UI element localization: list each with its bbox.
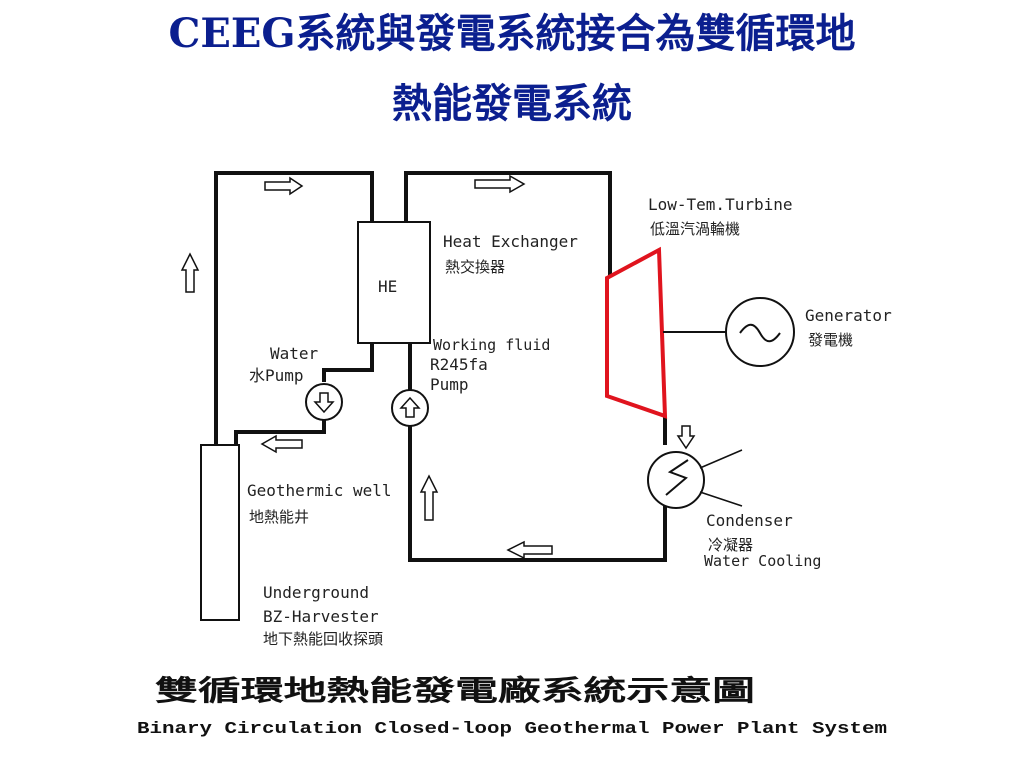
flow-arrow-left-icon	[506, 540, 553, 560]
sine-wave-icon	[739, 323, 781, 343]
water-loop-pipes	[214, 171, 374, 445]
turbine-label: Low-Tem.Turbine	[648, 195, 793, 214]
condenser-circle	[647, 451, 705, 509]
heat-exchanger-label: Heat Exchanger	[443, 232, 578, 251]
generator-label-zh: 發電機	[808, 331, 853, 349]
heat-exchanger-label-zh: 熱交換器	[445, 258, 505, 276]
turbine	[605, 246, 668, 419]
page-title-line-1: CEEG系統與發電系統接合為雙循環地	[168, 10, 856, 57]
water-pump-label-zh: 水Pump	[249, 366, 304, 385]
water-cooling-label: Water Cooling	[704, 552, 821, 570]
turbine-label-zh: 低溫汽渦輪機	[650, 220, 740, 238]
condenser-label: Condenser	[706, 511, 793, 530]
flow-arrow-up-icon	[419, 474, 439, 521]
caption-zh: 雙循環地熱能發電廠系統示意圖	[155, 674, 755, 707]
working-fluid-label: Working fluid	[433, 336, 550, 354]
underground-harvester	[200, 444, 240, 621]
flow-arrow-right-icon	[264, 176, 304, 196]
generator-label: Generator	[805, 306, 892, 325]
geothermic-well-label: Geothermic well	[247, 481, 392, 500]
fluid-pump-label: Pump	[430, 375, 469, 394]
water-pump-label: Water	[270, 344, 319, 363]
heat-exchanger-box	[357, 221, 431, 344]
flow-arrow-right-icon	[474, 174, 526, 194]
he-box-label: HE	[378, 277, 397, 296]
page-title-line-2: 熱能發電系統	[392, 80, 632, 127]
flow-arrow-down-icon	[676, 425, 696, 450]
underground-label: Underground	[263, 583, 369, 602]
condenser-coil-icon	[665, 459, 689, 496]
down-arrow-icon	[313, 392, 335, 414]
up-arrow-icon	[399, 396, 421, 418]
coolant-outlet-line	[699, 491, 743, 507]
flow-arrow-left-icon	[260, 434, 303, 454]
harvester-label-zh: 地下熱能回收探頭	[263, 630, 383, 648]
condenser-label-zh: 冷凝器	[708, 536, 753, 554]
caption-en: Binary Circulation Closed-loop Geotherma…	[137, 720, 887, 739]
geothermic-well-label-zh: 地熱能井	[249, 508, 309, 526]
flow-arrow-up-icon	[180, 252, 200, 293]
coolant-inlet-line	[699, 449, 743, 469]
r245fa-label: R245fa	[430, 355, 488, 374]
harvester-label: BZ-Harvester	[263, 607, 379, 626]
working-fluid-pipes	[404, 171, 667, 562]
